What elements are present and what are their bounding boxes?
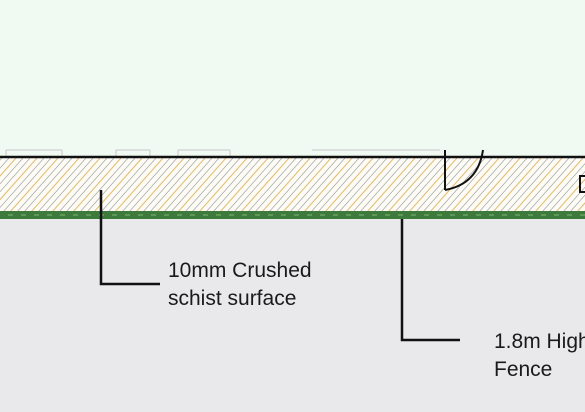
sky-background (0, 0, 585, 156)
annotation-fence-label: 1.8m High Fence (494, 328, 585, 384)
gate-symbol (444, 149, 484, 191)
annotation-surface-label: 10mm Crushed schist surface (168, 257, 312, 313)
faint-guide-lines (5, 149, 440, 156)
edge-post-symbol (579, 175, 585, 193)
fence-strip-marks (8, 214, 585, 216)
annotation-fence-line-1: 1.8m High (494, 330, 585, 353)
annotation-surface-line-1: 10mm Crushed (168, 259, 312, 282)
ground-area (0, 218, 585, 412)
annotation-surface-line-2: schist surface (168, 287, 297, 310)
leader-line-fence (400, 219, 460, 342)
surface-hatch-pattern (0, 158, 585, 212)
fence-strip (0, 211, 585, 219)
crushed-schist-surface (0, 158, 585, 212)
annotation-fence-line-2: Fence (494, 358, 553, 381)
leader-line-surface (99, 190, 160, 286)
